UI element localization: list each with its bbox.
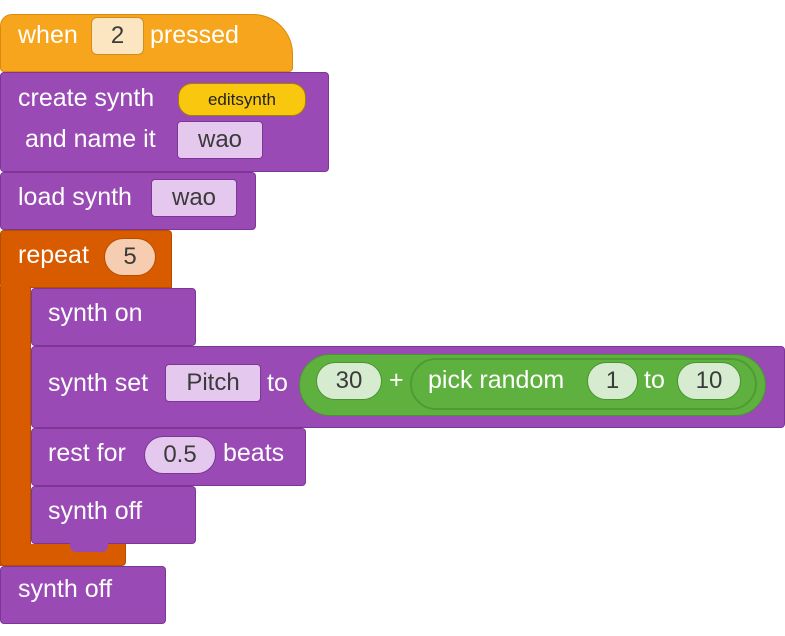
when-label: when bbox=[18, 21, 78, 49]
pressed-label: pressed bbox=[150, 21, 239, 49]
pick-to-input[interactable]: 10 bbox=[677, 362, 741, 400]
synth-off-outer-label: synth off bbox=[18, 575, 113, 603]
connector-notch bbox=[40, 60, 78, 69]
synth-on-label: synth on bbox=[48, 299, 143, 327]
load-synth-name-input[interactable]: wao bbox=[151, 179, 237, 217]
connector-notch bbox=[40, 160, 78, 169]
connector-notch bbox=[70, 543, 108, 552]
repeat-label: repeat bbox=[18, 241, 89, 269]
param-input[interactable]: Pitch bbox=[165, 364, 261, 402]
synth-off-block-outer[interactable] bbox=[0, 566, 166, 624]
synth-name-input[interactable]: wao bbox=[177, 121, 263, 159]
rest-duration-input[interactable]: 0.5 bbox=[144, 436, 216, 474]
load-synth-label: load synth bbox=[18, 183, 132, 211]
connector-notch bbox=[70, 474, 108, 483]
connector-notch bbox=[70, 334, 108, 343]
key-slot[interactable]: 2 bbox=[91, 17, 144, 55]
connector-notch bbox=[70, 277, 108, 286]
pick-to-label: to bbox=[644, 366, 665, 394]
pick-from-input[interactable]: 1 bbox=[587, 362, 638, 400]
synth-set-label: synth set bbox=[48, 369, 149, 397]
synth-off-block[interactable] bbox=[31, 486, 196, 544]
repeat-count-input[interactable]: 5 bbox=[104, 238, 156, 276]
synth-type-dropdown[interactable]: editsynth bbox=[178, 83, 306, 116]
synth-off-label: synth off bbox=[48, 497, 143, 525]
beats-label: beats bbox=[223, 439, 285, 467]
and-name-it-label: and name it bbox=[25, 125, 156, 153]
rest-for-label: rest for bbox=[48, 439, 126, 467]
add-left-input[interactable]: 30 bbox=[316, 362, 382, 400]
connector-notch bbox=[40, 554, 78, 563]
connector-notch bbox=[40, 218, 78, 227]
plus-operator-label: + bbox=[389, 366, 404, 394]
synth-on-block[interactable] bbox=[31, 288, 196, 346]
repeat-block-arm bbox=[0, 286, 31, 566]
create-synth-label: create synth bbox=[18, 84, 155, 112]
pick-random-label: pick random bbox=[428, 366, 565, 394]
connector-notch bbox=[70, 416, 108, 425]
to-label: to bbox=[267, 369, 288, 397]
